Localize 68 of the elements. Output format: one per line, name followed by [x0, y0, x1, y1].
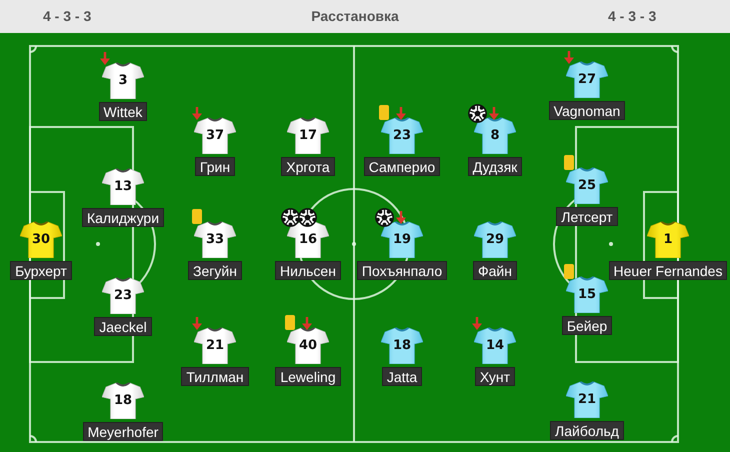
player-name: Тиллман: [181, 367, 249, 386]
shirt-number: 15: [576, 286, 598, 303]
player-name: Дудзяк: [468, 157, 522, 176]
shirt-number: 1: [662, 231, 674, 248]
player-shirt: [566, 61, 608, 98]
shirt-number: 29: [484, 231, 506, 248]
player-shirt: [381, 221, 423, 258]
shirt-number: 21: [576, 391, 598, 408]
player-shirt: [474, 221, 516, 258]
player-name: Зегуйн: [188, 261, 242, 280]
shirt-number: 18: [392, 337, 412, 354]
player-shirt: [474, 327, 516, 364]
player-name: Самперио: [364, 157, 440, 176]
player-shirt: [287, 327, 329, 364]
player-shirt: [566, 276, 608, 313]
player-name: Leweling: [275, 367, 341, 386]
player-name: Jatta: [382, 367, 422, 386]
player-name: Файн: [473, 261, 517, 280]
shirt-number: 23: [112, 287, 134, 304]
player-name: Jaeckel: [94, 317, 152, 336]
player-shirt: [102, 382, 144, 419]
shirt-number: 21: [204, 337, 226, 354]
shirt-number: 16: [298, 231, 318, 248]
player-shirt: [287, 117, 329, 154]
player-name: Бурхерт: [10, 261, 72, 280]
shirt-number: 33: [204, 231, 226, 248]
player-shirt: [102, 277, 144, 314]
player-shirt: [102, 168, 144, 205]
player-shirt: [194, 221, 236, 258]
shirt-number: 25: [576, 177, 598, 194]
shirt-number: 23: [392, 127, 412, 144]
shirt-number: 17: [298, 127, 318, 144]
player-shirt: [20, 221, 62, 258]
player-name: Хунт: [474, 367, 516, 386]
player-name: Летсерт: [556, 207, 618, 226]
player-name: Бейер: [562, 316, 612, 335]
shirt-number: 3: [117, 72, 129, 89]
player-name: Лайбольд: [550, 421, 624, 440]
player-name: Хргота: [281, 157, 335, 176]
player-shirt: [474, 117, 516, 154]
shirt-number: 30: [30, 231, 52, 248]
player-shirt: [381, 117, 423, 154]
formation-label: 4 - 3 - 3: [43, 8, 92, 25]
player-shirt: [102, 62, 144, 99]
player-name: Heuer Fernandes: [608, 261, 728, 280]
shirt-number: 8: [489, 127, 501, 144]
title: Расстановка: [311, 8, 399, 25]
player-name: Meyerhofer: [82, 422, 164, 441]
player-name: Wittek: [98, 102, 148, 121]
player-shirt: [194, 327, 236, 364]
shirt-number: 13: [112, 178, 134, 195]
player-shirt: [381, 327, 423, 364]
player-shirt: [194, 117, 236, 154]
player-name: Похъянпало: [356, 261, 448, 280]
player-name: Грин: [194, 157, 236, 176]
player-shirt: [566, 381, 608, 418]
player-shirt: [647, 221, 689, 258]
shirt-number: 40: [298, 337, 318, 354]
player-name: Vagnoman: [548, 101, 626, 120]
shirt-number: 19: [392, 231, 412, 248]
player-name: Нильсен: [275, 261, 341, 280]
shirt-number: 18: [112, 392, 134, 409]
player-name: Калиджури: [82, 208, 164, 227]
player-shirt: [566, 167, 608, 204]
shirt-number: 27: [576, 71, 598, 88]
shirt-number: 37: [204, 127, 226, 144]
formation-label: 4 - 3 - 3: [608, 8, 656, 25]
shirt-number: 14: [484, 337, 506, 354]
